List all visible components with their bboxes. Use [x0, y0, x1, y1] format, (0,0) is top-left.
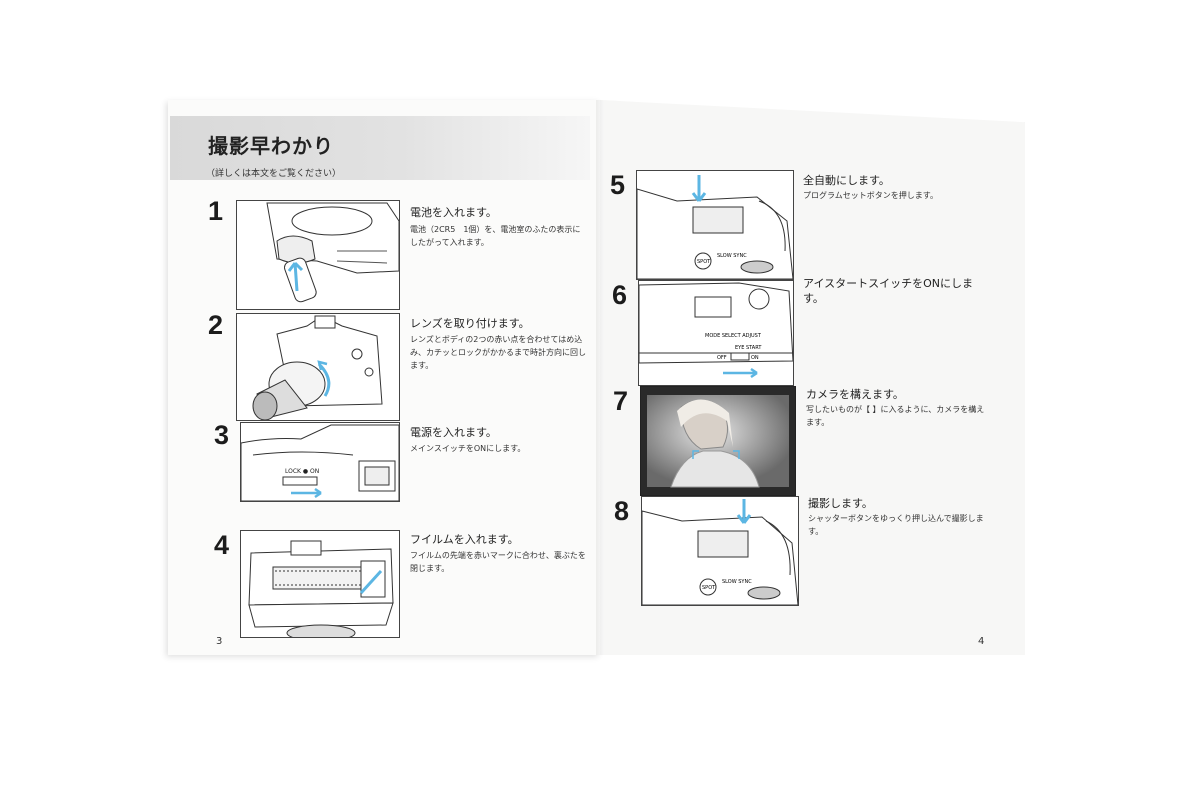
lock-on-label: LOCK ● ON [285, 468, 319, 475]
step-1-illustration [236, 200, 400, 310]
step-5-illustration: SPOT SLOW SYNC [636, 170, 794, 280]
step-number-7: 7 [613, 386, 629, 416]
header-band [170, 116, 590, 180]
page-number-right: 4 [978, 636, 985, 647]
step-8-illustration: SPOT SLOW SYNC [641, 496, 799, 606]
page-subtitle: （詳しくは本文をご覧ください） [206, 169, 342, 179]
step-3-desc: メインスイッチをONにします。 [410, 444, 526, 453]
step-7-desc: 写したいものが【 】に入るように、カメラを構えます。 [806, 405, 985, 427]
program-reset-button-drawing: SPOT SLOW SYNC [637, 175, 793, 279]
step-number-6: 6 [612, 280, 628, 310]
step-7-illustration [640, 386, 796, 496]
step-5-desc: プログラムセットボタンを押します。 [803, 191, 938, 200]
step-4-illustration [240, 530, 400, 638]
step-1-title: 電池を入れます。 [410, 206, 497, 219]
step-4-desc: フイルムの先端を赤いマークに合わせ、裏ぶたを閉じます。 [410, 551, 586, 573]
film-loading-drawing [248, 540, 394, 637]
step-3-illustration: LOCK ● ON [240, 422, 400, 502]
step-number-2: 2 [208, 310, 224, 340]
shutter-button-drawing: SPOT SLOW SYNC [642, 499, 798, 605]
step-3-title: 電源を入れます。 [410, 426, 497, 439]
main-switch-drawing: LOCK ● ON [241, 424, 399, 501]
mode-select-adjust-label: MODE SELECT ADJUST [705, 333, 762, 339]
step-number-8: 8 [614, 496, 630, 526]
step-2-illustration [236, 313, 400, 421]
slow-sync-label-5: SLOW SYNC [717, 253, 747, 259]
spot-label-5: SPOT [697, 259, 711, 265]
viewfinder-photo [647, 395, 789, 488]
off-label: OFF [717, 355, 727, 361]
step-number-4: 4 [214, 530, 230, 560]
step-2-desc: レンズとボディの2つの赤い点を合わせてはめ込み、カチッとロックがかかるまで時計方… [410, 335, 586, 370]
step-5-title: 全自動にします。 [803, 174, 890, 187]
page-number-left: 3 [216, 636, 223, 647]
eye-start-label: EYE START [735, 345, 762, 351]
step-number-3: 3 [214, 420, 230, 450]
step-number-5: 5 [610, 170, 626, 200]
step-number-1: 1 [208, 196, 224, 226]
step-8-desc: シャッターボタンをゆっくり押し込んで撮影します。 [808, 514, 984, 536]
on-label: ON [751, 355, 759, 361]
eye-start-switch-drawing: MODE SELECT ADJUST EYE START OFF ON [639, 282, 793, 379]
step-7-title: カメラを構えます。 [806, 388, 904, 401]
spot-label-8: SPOT [702, 585, 716, 591]
step-6-title: アイスタートスイッチをONにします。 [803, 277, 974, 305]
step-1-desc: 電池（2CR5 1個）を、電池室のふたの表示にしたがって入れます。 [410, 225, 581, 247]
step-6-illustration: MODE SELECT ADJUST EYE START OFF ON [638, 280, 794, 386]
battery-insertion-drawing [266, 202, 399, 303]
step-2-title: レンズを取り付けます。 [410, 317, 530, 330]
step-4-title: フイルムを入れます。 [410, 533, 519, 546]
page-title: 撮影早わかり [208, 134, 334, 158]
book-gutter [596, 100, 604, 655]
lens-mount-drawing [252, 315, 383, 420]
step-8-title: 撮影します。 [808, 497, 873, 510]
slow-sync-label-8: SLOW SYNC [722, 579, 752, 585]
